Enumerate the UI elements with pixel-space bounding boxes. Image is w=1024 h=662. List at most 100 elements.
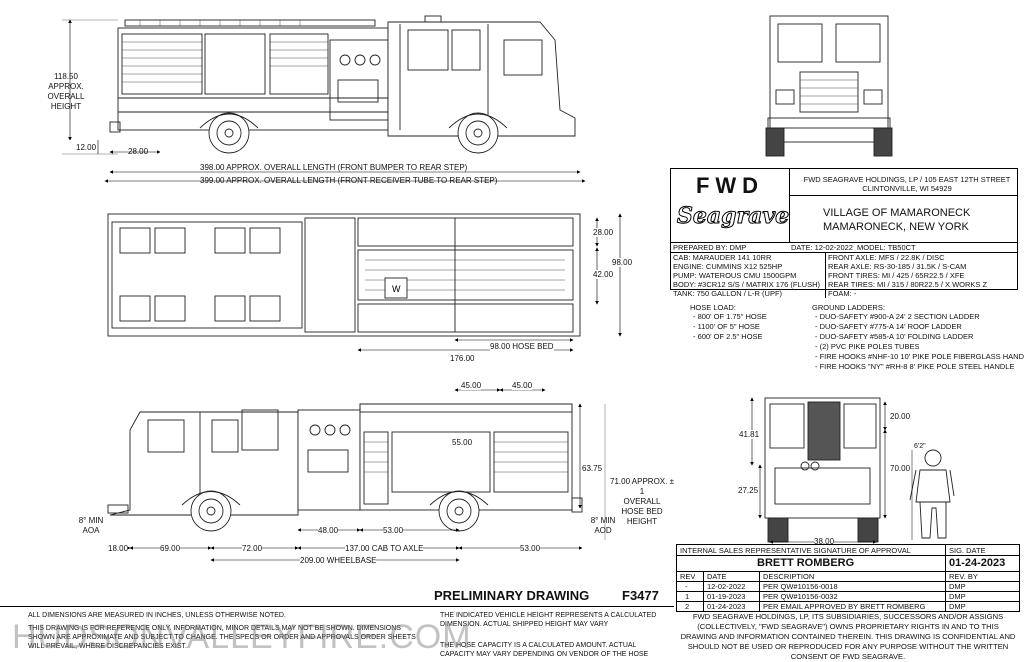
proprietary-notice: FWD SEAGRAVE HOLDINGS, LP, ITS SUBSIDIAR… [680, 612, 1016, 661]
model: MODEL: TB50CT [857, 243, 916, 252]
rev-description: PER EMAIL APPROVED BY BRETT ROMBERG [763, 602, 926, 611]
dim-human-height: 6'2" [914, 443, 926, 450]
rev-date-header: DATE [707, 572, 727, 581]
ground-ladder-item: - DUO-SAFETY #585-A 10' FOLDING LADDER [815, 332, 974, 341]
prepared-date: DATE: 12-02-2022 [791, 243, 853, 252]
title-block: FWD Seagrave FWD SEAGRAVE HOLDINGS, LP /… [670, 168, 1018, 298]
dim-top-176: 176.00 [450, 354, 475, 363]
spec-front-tires: FRONT TIRES: MI / 425 / 65R22.5 / XFE [828, 271, 965, 280]
side-view-officer [107, 403, 583, 532]
rev-number: 1 [685, 592, 690, 601]
dim-side-6375: 63.75 [582, 464, 603, 473]
preliminary-drawing-label: PRELIMINARY DRAWING [434, 588, 590, 603]
hose-load-item: - 800' OF 1.75" HOSE [693, 312, 767, 321]
dim-top-98: 98.00 [612, 258, 633, 267]
spec-engine: ENGINE: CUMMINS X12 525HP [673, 262, 783, 271]
rev-col-header: REV [680, 572, 696, 581]
side-view-driver [109, 15, 576, 154]
fwd-logo: FWD [695, 173, 765, 198]
company-address: FWD SEAGRAVE HOLDINGS, LP / 105 EAST 12T… [803, 175, 1011, 193]
rev-by: DMP [949, 582, 966, 591]
approval-header: INTERNAL SALES REPRESENTATIVE SIGNATURE … [680, 546, 911, 555]
tank-w-marker: W [392, 284, 401, 294]
dim-53a: 53.00 [383, 526, 404, 535]
spec-body: BODY: #3CR12 S/S / MATRIX 176 (FLUSH) [673, 280, 820, 289]
rev-by: DMP [949, 602, 966, 611]
footer-divider [0, 606, 674, 607]
seagrave-logo: Seagrave [677, 203, 790, 230]
dim-rear-20: 20.00 [890, 412, 911, 421]
spec-tank: TANK: 750 GALLON / L-R (UPF) [673, 289, 783, 298]
rev-description: PER QW#10156-0032 [763, 592, 838, 601]
rev-date: 12-02-2022 [707, 582, 746, 591]
sig-date-header: SIG. DATE [949, 546, 986, 555]
approval-block: INTERNAL SALES REPRESENTATIVE SIGNATURE … [676, 544, 1020, 612]
dim-rear-2725: 27.25 [738, 486, 759, 495]
dim-48: 48.00 [318, 526, 339, 535]
note-height: THE INDICATED VEHICLE HEIGHT REPRESENTS … [440, 612, 657, 628]
dim-overall-height: 118.50 APPROX. OVERALL HEIGHT [47, 72, 85, 111]
ground-ladders-title: GROUND LADDERS: [812, 303, 885, 312]
dim-top-28: 28.00 [593, 228, 614, 237]
equipment-list: HOSE LOAD: - 800' OF 1.75" HOSE - 1100' … [690, 303, 1024, 375]
rev-date: 01-24-2023 [707, 602, 746, 611]
rev-date: 01-19-2023 [707, 592, 746, 601]
ground-ladder-item: - FIRE HOOKS "NY" #RH-8 8' PIKE POLE STE… [815, 362, 1015, 371]
hose-load-title: HOSE LOAD: [690, 303, 736, 312]
spec-rear-tires: REAR TIRES: MI / 315 / 80R22.5 / X WORKS… [828, 280, 988, 289]
ground-ladder-item: - (2) PVC PIKE POLES TUBES [815, 342, 920, 351]
rear-view [764, 397, 881, 543]
dim-rear-70: 70.00 [890, 464, 911, 473]
dim-hose-bed: 98.00 HOSE BED [490, 342, 554, 351]
drawing-number: F3477 [622, 588, 659, 603]
rev-description: PER QW#10156-0018 [763, 582, 838, 591]
dim-front-overhang: 28.00 [128, 147, 149, 156]
ground-ladder-item: - DUO-SAFETY #775-A 14' ROOF LADDER [815, 322, 962, 331]
dim-cab-to-axle: 137.00 CAB TO AXLE [345, 544, 424, 553]
dim-72: 72.00 [242, 544, 263, 553]
hose-load-item: - 600' OF 2.5" HOSE [693, 332, 763, 341]
dim-hose-bed-height: 71.00 APPROX. ± 1 OVERALL HOSE BED HEIGH… [610, 477, 674, 526]
spec-cab: CAB: MARAUDER 141 10RR [673, 253, 772, 262]
ground-ladder-item: - FIRE HOOKS #NHF-10 10' PIKE POLE FIBER… [815, 352, 1024, 361]
spec-foam: FOAM: - [828, 289, 857, 298]
approver-name: BRETT ROMBERG [757, 557, 855, 569]
dim-rear-4181: 41.81 [739, 430, 760, 439]
rev-by: DMP [949, 592, 966, 601]
note-hose-capacity: THE HOSE CAPACITY IS A CALCULATED AMOUNT… [440, 642, 649, 658]
dim-overall-length-bumper: 398.00 APPROX. OVERALL LENGTH (FRONT BUM… [200, 163, 468, 172]
dim-top-42: 42.00 [593, 270, 614, 279]
note-reference: THIS DRAWING IS FOR REFERENCE ONLY. INFO… [28, 625, 416, 650]
spec-front-axle: FRONT AXLE: MFS / 22.8K / DISC [828, 253, 945, 262]
dim-side-55: 55.00 [452, 438, 473, 447]
watermark: HUDSONVALLEYFIRE.COM [12, 618, 472, 656]
dim-18: 18.00 [108, 544, 129, 553]
spec-pump: PUMP: WATEROUS CMU 1500GPM [673, 271, 797, 280]
dim-ground-clearance: 12.00 [76, 143, 97, 152]
dim-wheelbase: 209.00 WHEELBASE [300, 556, 377, 565]
dim-overall-length-receiver: 399.00 APPROX. OVERALL LENGTH (FRONT REC… [200, 176, 498, 185]
note-dimensions: ALL DIMENSIONS ARE MEASURED IN INCHES, U… [28, 612, 286, 619]
rev-desc-header: DESCRIPTION [763, 572, 815, 581]
dim-aod: 8° MIN AOD [590, 516, 616, 535]
top-view [107, 213, 581, 337]
dim-side-45a: 45.00 [461, 381, 482, 390]
side-view-dimension-lines [62, 19, 586, 183]
approval-date: 01-24-2023 [949, 557, 1006, 569]
ground-ladder-item: - DUO-SAFETY #900-A 24' 2 SECTION LADDER [815, 312, 980, 321]
firefighter-scale-figure [909, 449, 955, 540]
customer-line-2: MAMARONECK, NEW YORK [823, 221, 969, 233]
logo-area: FWD Seagrave [671, 169, 790, 242]
front-view [765, 15, 893, 157]
hose-load-item: - 1100' OF 5" HOSE [693, 322, 760, 331]
rev-by-header: REV. BY [949, 572, 978, 581]
prepared-by: PREPARED BY: DMP [673, 243, 747, 252]
dim-69: 69.00 [160, 544, 181, 553]
customer-line-1: VILLAGE OF MAMARONECK [823, 207, 971, 219]
rev-number: 2 [685, 602, 690, 611]
spec-rear-axle: REAR AXLE: RS-30-185 / 31.5K / S-CAM [828, 262, 967, 271]
dim-side-45b: 45.00 [512, 381, 533, 390]
rev-number: - [685, 582, 688, 591]
dim-aoa: 8° MIN AOA [78, 516, 104, 535]
